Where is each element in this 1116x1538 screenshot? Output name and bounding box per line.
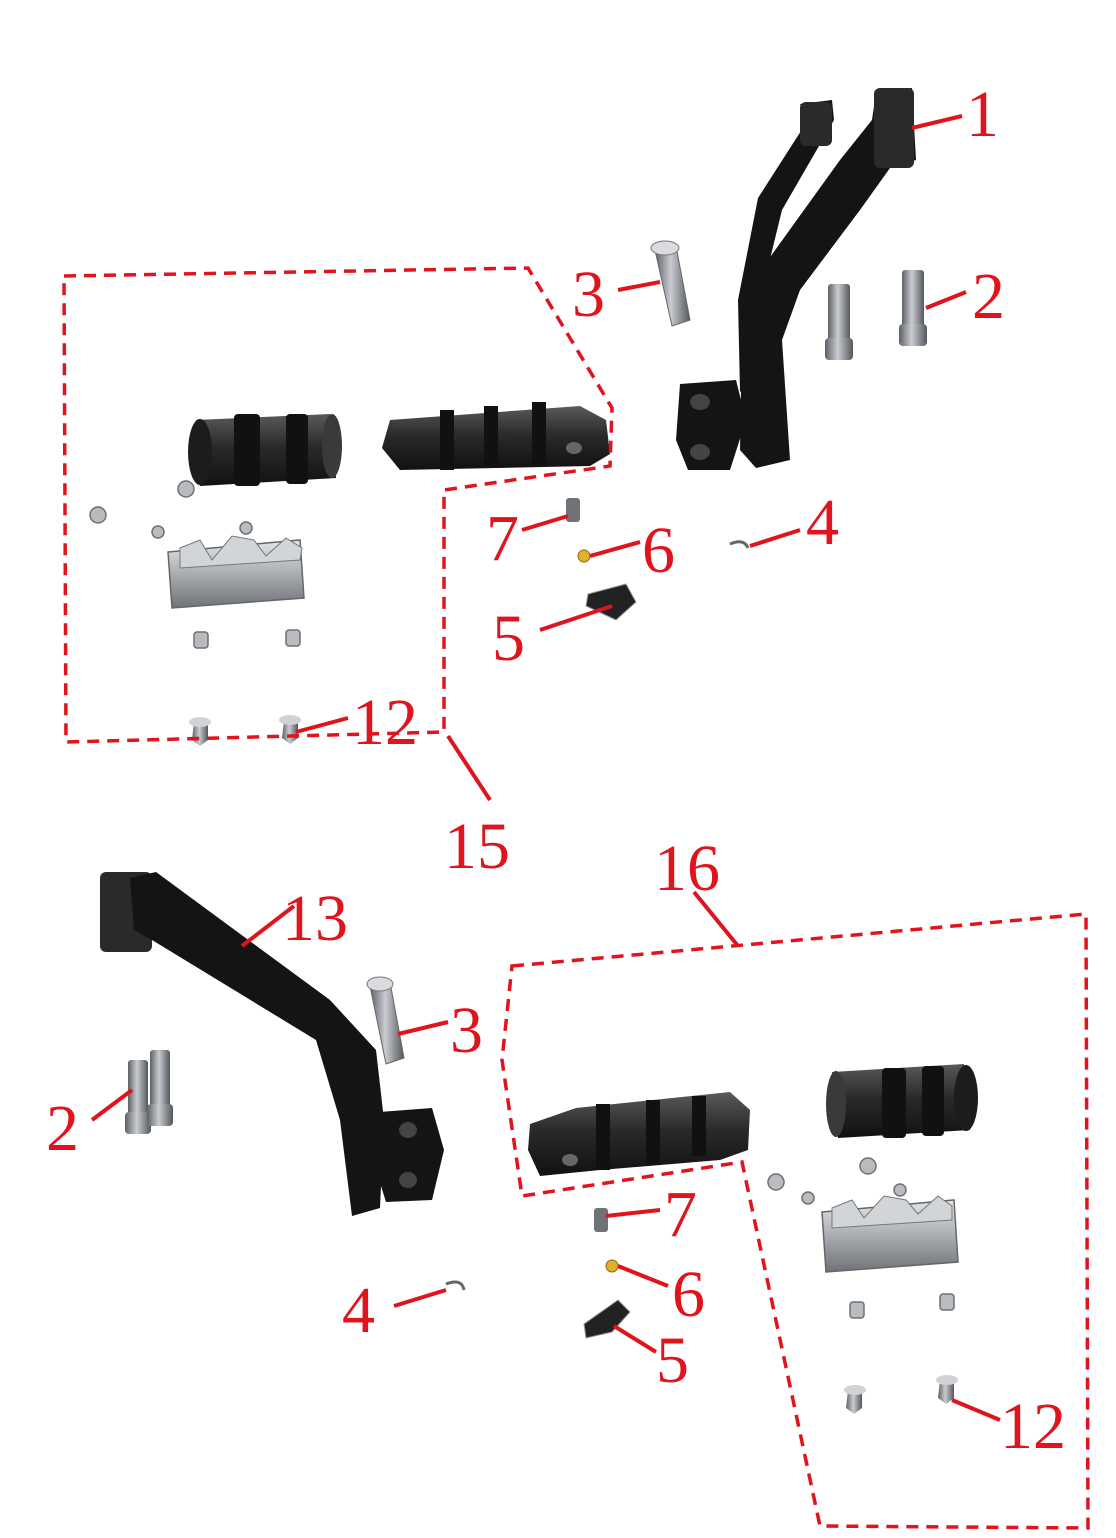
assembly-boundary-15	[62, 266, 614, 744]
upper-rubber-sleeve	[188, 414, 342, 486]
callout-3-upper: 3	[572, 258, 605, 331]
upper-footpeg-bracket	[676, 88, 916, 470]
callout-15: 15	[444, 810, 510, 883]
upper-small-hardware	[566, 498, 750, 621]
callout-1: 1	[966, 78, 999, 151]
lower-small-hardware	[445, 1208, 631, 1339]
callout-3-lower: 3	[450, 994, 483, 1067]
callout-6-upper: 6	[642, 514, 675, 587]
lower-footpeg	[528, 1092, 750, 1176]
callout-2-upper: 2	[972, 260, 1005, 333]
callout-4-upper: 4	[806, 486, 839, 559]
lower-pivot-pin	[366, 976, 405, 1065]
lower-mounting-bolts	[125, 1050, 173, 1134]
callout-12-upper: 12	[352, 686, 418, 759]
upper-footpeg	[382, 402, 610, 470]
upper-pivot-pin	[650, 240, 691, 327]
callout-4-lower: 4	[342, 1274, 375, 1347]
callout-7-lower: 7	[664, 1178, 697, 1251]
leader-lines	[90, 114, 1001, 1422]
lower-footpeg-bracket	[100, 872, 444, 1216]
upper-mounting-plate	[89, 480, 305, 746]
callout-labels: 1 2 3 4 5 6 7 12 15 16 13 3 2 7 6 4 5 12	[46, 78, 1066, 1463]
callout-5-lower: 5	[656, 1324, 689, 1397]
callout-2-lower: 2	[46, 1092, 79, 1165]
callout-6-lower: 6	[672, 1258, 705, 1331]
lower-rubber-sleeve	[826, 1064, 978, 1138]
lower-mounting-plate	[767, 1157, 959, 1414]
callout-12-lower: 12	[1000, 1390, 1066, 1463]
upper-mounting-bolts	[825, 270, 927, 360]
assembly-boundary-16	[500, 912, 1090, 1530]
callout-5-upper: 5	[492, 602, 525, 675]
callout-16: 16	[654, 832, 720, 905]
callout-7-upper: 7	[486, 502, 519, 575]
callout-13: 13	[282, 882, 348, 955]
